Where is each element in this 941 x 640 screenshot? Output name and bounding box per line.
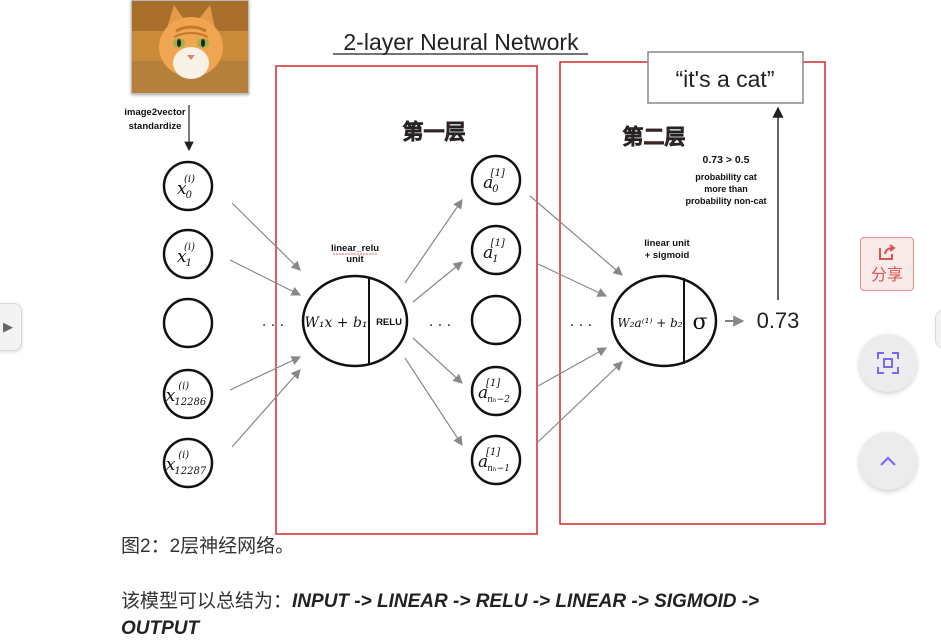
hidden-in-arrows [404, 199, 463, 447]
share-label: 分享 [870, 267, 903, 284]
output-label: “it's a cat” [676, 66, 775, 92]
input-arrows [229, 202, 302, 448]
svg-text:x12287(i): x12287(i) [166, 450, 207, 477]
output-value: 0.73 [757, 308, 800, 333]
prob-line2: more than [704, 184, 748, 194]
svg-text:x12286(i): x12286(i) [166, 381, 207, 408]
summary-prefix: 该模型可以总结为： [121, 591, 293, 612]
model-summary: 该模型可以总结为：INPUT -> LINEAR -> RELU -> LINE… [121, 586, 759, 613]
sigma-label: σ [692, 310, 707, 335]
input-node-4: x12287(i) [162, 437, 214, 489]
hidden-node-2 [470, 294, 522, 346]
linear-sigmoid-label-2: + sigmoid [645, 250, 690, 261]
svg-text:anₕ−2[1]: anₕ−2[1] [478, 378, 510, 405]
linear-sigmoid-label-1: linear unit [644, 238, 690, 249]
cat-image [131, 0, 249, 94]
svg-text:x0(i): x0(i) [177, 174, 195, 201]
preprocess-line1: image2vector [124, 107, 186, 118]
left-panel-toggle[interactable]: ▶ [0, 303, 22, 351]
svg-text:a1[1]: a1[1] [483, 238, 505, 265]
layer2-unit: W₂a⁽¹⁾ + b₂ σ [610, 274, 718, 368]
chevron-up-icon [880, 456, 896, 466]
svg-text:x1(i): x1(i) [177, 242, 195, 269]
hidden-node-4: anₕ−1[1] [470, 434, 522, 486]
hidden-out-arrows [529, 195, 623, 443]
layer2-formula: W₂a⁽¹⁾ + b₂ [617, 316, 682, 330]
layer1-unit: W₁x + b₁ RELU [301, 274, 409, 368]
input-node-0: x0(i) [162, 160, 214, 212]
hidden-node-1: a1[1] [470, 224, 522, 276]
fullscreen-icon [877, 352, 899, 374]
hidden-node-3: anₕ−2[1] [470, 365, 522, 417]
layer2-label: 第二层 [623, 125, 686, 149]
linear-relu-label-1: linear_relu [331, 243, 379, 254]
input-node-2 [162, 297, 214, 349]
ellipsis-input: · · · [262, 318, 284, 334]
linear-relu-label-2: unit [346, 254, 364, 265]
hidden-node-0: a0[1] [470, 154, 522, 206]
expand-icon: ▶ [3, 319, 13, 334]
diagram-title: 2-layer Neural Network [343, 29, 579, 55]
summary-code: INPUT -> LINEAR -> RELU -> LINEAR -> SIG… [292, 591, 760, 612]
preprocess-line2: standardize [129, 121, 182, 132]
ellipsis-hidden: · · · [429, 318, 451, 334]
layer1-label: 第一层 [403, 120, 466, 144]
back-to-top-button[interactable] [859, 432, 917, 490]
input-node-1: x1(i) [162, 228, 214, 280]
layer1-box [275, 65, 538, 535]
share-button[interactable]: 分享 [860, 237, 914, 291]
svg-text:a0[1]: a0[1] [483, 168, 505, 195]
figure-caption: 图2：2层神经网络。 [121, 536, 295, 557]
svg-text:anₕ−1[1]: anₕ−1[1] [478, 447, 510, 474]
summary-code-continued: OUTPUT [121, 618, 200, 639]
fullscreen-button[interactable] [859, 334, 917, 392]
layer1-formula: W₁x + b₁ [304, 315, 367, 331]
ellipsis-output: · · · [570, 318, 592, 334]
output-label-box [647, 51, 804, 104]
share-icon [879, 244, 896, 260]
prob-line1: probability cat [695, 172, 757, 182]
input-node-3: x12286(i) [162, 368, 214, 420]
right-panel-toggle[interactable] [935, 310, 941, 348]
relu-label: RELU [376, 317, 402, 328]
threshold-text: 0.73 > 0.5 [703, 154, 750, 166]
prob-line3: probability non-cat [686, 196, 767, 206]
